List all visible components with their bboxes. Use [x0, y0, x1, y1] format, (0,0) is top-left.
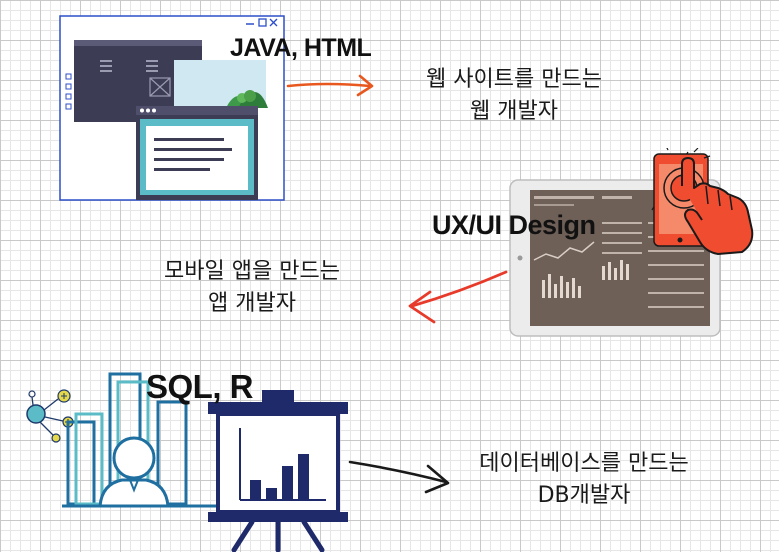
web-role-text: 웹 사이트를 만드는 웹 개발자 [398, 64, 630, 128]
presentation-board-icon [208, 390, 348, 552]
mobile-role-line2: 앱 개발자 [208, 290, 296, 316]
web-role-line1: 웹 사이트를 만드는 [426, 67, 602, 92]
web-role-line2: 웹 개발자 [470, 98, 558, 124]
touch-phone-icon [651, 148, 754, 255]
browser-window-icon [59, 15, 285, 201]
mobile-role-line1: 모바일 앱을 만드는 [164, 259, 340, 284]
mobile-tech-label: UX/UI Design [432, 210, 596, 240]
mobile-arrow-icon [408, 270, 508, 324]
db-role-line1: 데이터베이스를 만드는 [479, 451, 689, 476]
data-chart-icon [26, 372, 218, 508]
web-arrow-icon [286, 74, 374, 97]
db-role-text: 데이터베이스를 만드는 DB개발자 [434, 448, 734, 512]
mobile-role-text: 모바일 앱을 만드는 앱 개발자 [128, 256, 376, 320]
web-tech-label: JAVA, HTML [230, 34, 372, 62]
db-arrow-icon [348, 460, 450, 494]
db-tech-label: SQL, R [146, 368, 254, 405]
db-role-line2: DB개발자 [537, 482, 631, 508]
